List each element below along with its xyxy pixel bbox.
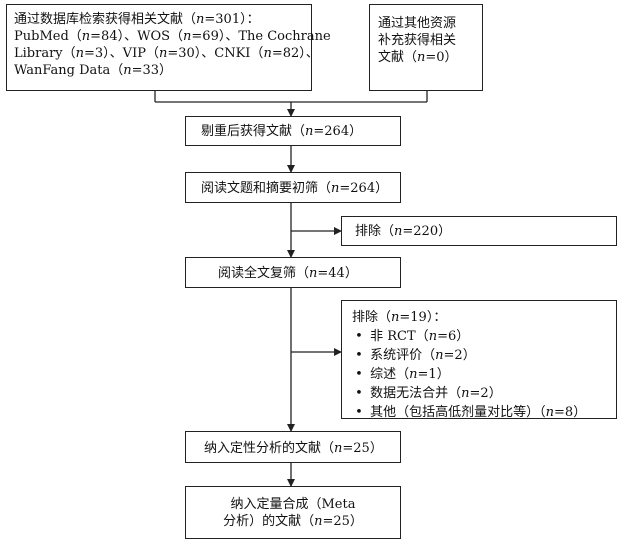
bullet-icon: • bbox=[355, 329, 363, 344]
bullet-icon: • bbox=[355, 386, 363, 401]
bullet-icon: • bbox=[355, 405, 363, 420]
excluded-item-2-text: 系统评价（n=2） bbox=[370, 348, 476, 363]
excluded-item-4: • 数据无法合并（n=2） bbox=[352, 384, 606, 403]
bullet-icon: • bbox=[355, 367, 363, 382]
excluded-item-1: • 非 RCT（n=6） bbox=[352, 327, 606, 346]
other-sources-line-3: 文献（n=0） bbox=[378, 50, 458, 65]
database-search-line-2: PubMed（n=84）、WOS（n=69）、The Cochrane bbox=[14, 29, 331, 44]
after-dedup-text: 剔重后获得文献（n=264） bbox=[201, 124, 363, 139]
other-sources-line-2: 补充获得相关 bbox=[378, 33, 457, 48]
database-search-line-1: 通过数据库检索获得相关文献（n=301）： bbox=[14, 12, 260, 27]
excluded-item-5-text: 其他（包括高低剂量对比等）（n=8） bbox=[370, 405, 587, 420]
bullet-icon: • bbox=[355, 348, 363, 363]
quantitative-box: 纳入定量合成（Meta 分析）的文献（n=25） bbox=[185, 486, 401, 539]
database-search-line-4: WanFang Data（n=33） bbox=[14, 63, 173, 78]
other-sources-line-1: 通过其他资源 bbox=[378, 16, 457, 31]
qualitative-text: 纳入定性分析的文献（n=25） bbox=[204, 441, 383, 456]
excluded-item-2: • 系统评价（n=2） bbox=[352, 346, 606, 365]
fulltext-screen-box: 阅读全文复筛（n=44） bbox=[185, 257, 401, 288]
excluded-item-5: • 其他（包括高低剂量对比等）（n=8） bbox=[352, 403, 606, 422]
excluded-first-box: 排除（n=220） bbox=[341, 216, 617, 246]
excluded-second-box: 排除（n=19）： • 非 RCT（n=6） • 系统评价（n=2） • 综述（… bbox=[341, 300, 617, 422]
title-abstract-screen-box: 阅读文题和摘要初筛（n=264） bbox=[185, 172, 401, 203]
database-search-box: 通过数据库检索获得相关文献（n=301）： PubMed（n=84）、WOS（n… bbox=[6, 4, 331, 91]
qualitative-box: 纳入定性分析的文献（n=25） bbox=[185, 431, 401, 463]
quantitative-line-2: 分析）的文献（n=25） bbox=[223, 513, 363, 529]
excluded-item-3: • 综述（n=1） bbox=[352, 365, 606, 384]
other-sources-box: 通过其他资源 补充获得相关 文献（n=0） bbox=[369, 4, 483, 91]
excluded-item-1-text: 非 RCT（n=6） bbox=[370, 329, 470, 344]
excluded-item-4-text: 数据无法合并（n=2） bbox=[370, 386, 502, 401]
database-search-line-3: Library（n=3）、VIP（n=30）、CNKI（n=82）、 bbox=[14, 46, 319, 61]
excluded-first-text: 排除（n=220） bbox=[355, 224, 452, 239]
excluded-item-3-text: 综述（n=1） bbox=[370, 367, 450, 382]
excluded-second-title: 排除（n=19）： bbox=[352, 310, 447, 325]
quantitative-line-1: 纳入定量合成（Meta bbox=[230, 496, 356, 512]
title-abstract-screen-text: 阅读文题和摘要初筛（n=264） bbox=[201, 181, 389, 196]
after-dedup-box: 剔重后获得文献（n=264） bbox=[185, 116, 401, 146]
fulltext-screen-text: 阅读全文复筛（n=44） bbox=[218, 266, 358, 281]
